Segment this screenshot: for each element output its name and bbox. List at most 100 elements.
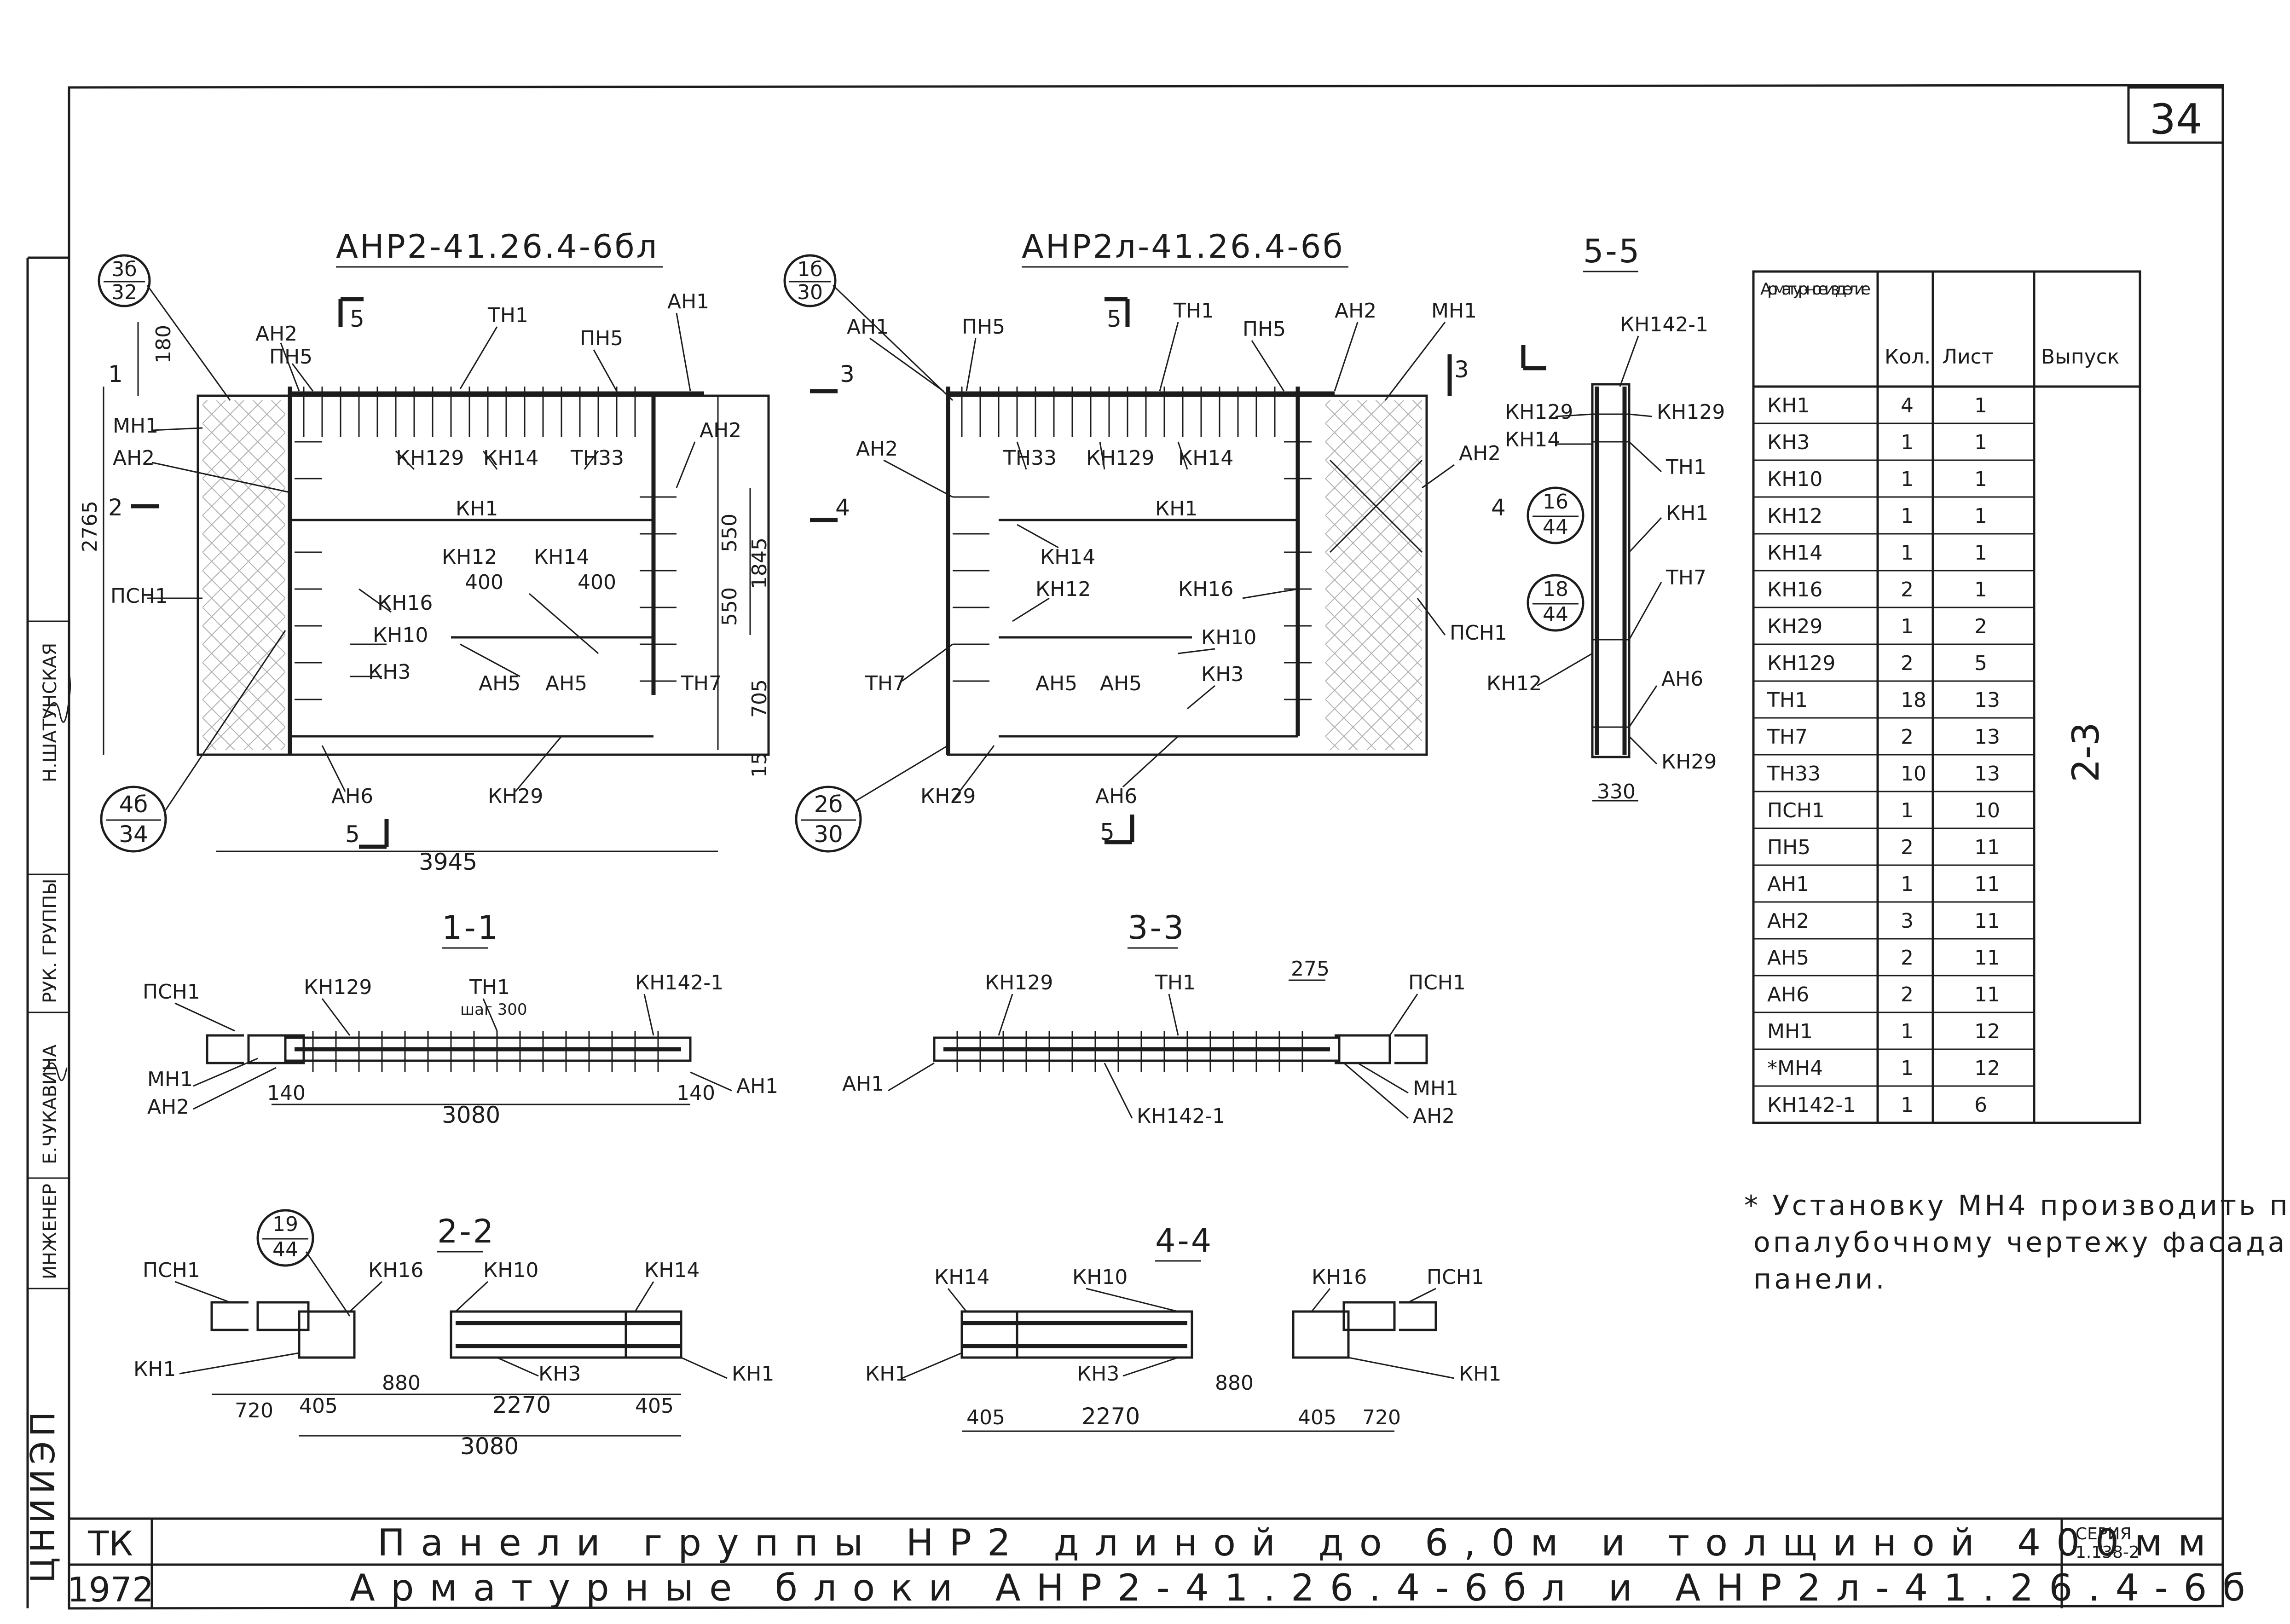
svg-text:44: 44 (1543, 515, 1568, 539)
schedule-cell-sheet: 2 (1974, 615, 1987, 638)
svg-text:5: 5 (345, 821, 360, 848)
svg-text:АН2: АН2 (700, 419, 741, 442)
title-line-2: Арматурные блоки АНР2-41.26.4-6бл и АНР2… (350, 1566, 2261, 1609)
svg-text:ТН1: ТН1 (469, 976, 510, 999)
schedule-cell-item: АН5 (1767, 946, 1809, 970)
stamp-engineer-name: Е.ЧУКАВИНА (40, 1044, 61, 1164)
svg-text:3945: 3945 (419, 849, 477, 875)
svg-text:АН2: АН2 (113, 446, 155, 470)
view-right: АНР2л-41.26.4-6б 1б 30 2б 30 (783, 228, 1507, 853)
schedule-cell-item: КН129 (1767, 652, 1835, 675)
left-stirrups (295, 387, 677, 700)
schedule-cell-sheet: 12 (1974, 1020, 2000, 1043)
svg-text:КН142-1: КН142-1 (1137, 1104, 1225, 1128)
svg-text:КН14: КН14 (644, 1259, 700, 1282)
svg-text:2765: 2765 (78, 501, 102, 552)
footnote-line-3: панели. (1753, 1263, 1887, 1295)
schedule-cell-sheet: 1 (1974, 578, 1987, 601)
svg-text:2-2: 2-2 (437, 1213, 495, 1250)
svg-text:КН129: КН129 (985, 971, 1053, 994)
svg-text:КН3: КН3 (1077, 1362, 1119, 1386)
schedule-cell-qty: 2 (1901, 946, 1914, 970)
svg-text:44: 44 (1543, 603, 1568, 626)
svg-text:400: 400 (465, 571, 503, 594)
svg-text:ТН1: ТН1 (487, 304, 528, 327)
svg-text:1: 1 (108, 361, 123, 387)
svg-text:ПСН1: ПСН1 (143, 980, 200, 1004)
schedule-cell-sheet: 1 (1974, 431, 1987, 454)
svg-text:АН2: АН2 (856, 437, 898, 461)
svg-text:5: 5 (1100, 819, 1115, 845)
svg-text:34: 34 (119, 821, 148, 848)
svg-text:КН10: КН10 (483, 1259, 538, 1282)
svg-text:400: 400 (578, 571, 616, 594)
svg-text:140: 140 (677, 1081, 715, 1105)
svg-text:1б: 1б (797, 258, 822, 281)
svg-text:ТН1: ТН1 (1173, 299, 1214, 323)
schedule-cell-qty: 2 (1901, 725, 1914, 749)
svg-text:АН6: АН6 (331, 785, 373, 808)
svg-text:КН129: КН129 (1086, 446, 1154, 470)
svg-text:ТН7: ТН7 (1665, 566, 1706, 589)
svg-text:КН1: КН1 (133, 1358, 176, 1381)
svg-text:3б: 3б (111, 258, 137, 281)
schedule-cell-qty: 1 (1901, 1093, 1914, 1117)
svg-text:КН12: КН12 (1486, 672, 1542, 695)
schedule-cell-qty: 1 (1901, 1057, 1914, 1080)
schedule-cell-qty: 2 (1901, 652, 1914, 675)
sheet-number: 34 (2150, 95, 2203, 144)
svg-text:КН1: КН1 (865, 1362, 908, 1386)
schedule-header-issue: Выпуск (2041, 345, 2120, 369)
stamp-org-vertical: ЦНИИЭП (23, 1407, 62, 1583)
svg-text:1-1: 1-1 (442, 909, 500, 947)
schedule-table: Арматур-ное изделие Кол. Лист Выпуск 2-3… (1752, 270, 2141, 1124)
schedule-cell-item: ПСН1 (1767, 799, 1825, 822)
svg-text:КН10: КН10 (373, 624, 428, 647)
svg-text:32: 32 (111, 281, 137, 304)
left-insulation-hatch (202, 400, 285, 750)
svg-text:КН10: КН10 (1201, 626, 1256, 649)
svg-text:18: 18 (1543, 578, 1568, 601)
svg-text:КН14: КН14 (534, 545, 589, 569)
svg-text:550: 550 (718, 587, 741, 626)
svg-text:140: 140 (267, 1081, 306, 1105)
schedule-cell-sheet: 13 (1974, 688, 2000, 712)
svg-text:АН5: АН5 (479, 672, 520, 695)
svg-text:АН5: АН5 (1100, 672, 1142, 695)
section-5-5-ref-1: 16 44 (1527, 486, 1584, 544)
svg-text:30: 30 (814, 821, 843, 848)
schedule-cell-qty: 3 (1901, 909, 1914, 933)
svg-text:КН3: КН3 (1201, 663, 1243, 686)
schedule-cell-sheet: 12 (1974, 1057, 2000, 1080)
schedule-cell-qty: 1 (1901, 541, 1914, 565)
svg-text:2: 2 (108, 494, 123, 521)
svg-text:ПСН1: ПСН1 (1427, 1266, 1484, 1289)
svg-text:КН12: КН12 (1035, 578, 1091, 601)
svg-text:КН29: КН29 (920, 785, 976, 808)
year: 1972 (67, 1570, 154, 1610)
section-2-2: 2-2 19 44 ПСН1 КН16 КН10 КН14 КН1 КН3 КН… (133, 1209, 774, 1460)
svg-text:АН2: АН2 (147, 1095, 189, 1119)
svg-text:КН16: КН16 (1312, 1266, 1367, 1289)
svg-text:АН2: АН2 (255, 322, 297, 346)
svg-text:КН14: КН14 (1040, 545, 1095, 569)
footnote: * Установку МН4 производить по опалубочн… (1744, 1190, 2290, 1295)
svg-text:КН10: КН10 (1072, 1266, 1128, 1289)
schedule-cell-sheet: 1 (1974, 394, 1987, 417)
svg-text:МН1: МН1 (1413, 1077, 1458, 1100)
svg-text:ТН33: ТН33 (1003, 446, 1057, 470)
svg-text:3-3: 3-3 (1128, 909, 1185, 947)
svg-text:2б: 2б (814, 791, 843, 818)
view-left-title: АНР2-41.26.4-6бл (336, 228, 659, 266)
schedule-cell-item: ТН33 (1767, 762, 1821, 786)
section-2-2-ref: 19 44 (256, 1209, 351, 1317)
schedule-cell-qty: 2 (1901, 836, 1914, 859)
svg-text:4б: 4б (119, 791, 148, 818)
schedule-cell-item: КН10 (1767, 468, 1822, 491)
svg-text:2270: 2270 (492, 1392, 551, 1418)
svg-text:МН1: МН1 (1431, 299, 1477, 323)
schedule-cell-item: ТН7 (1767, 725, 1808, 749)
svg-text:3080: 3080 (442, 1102, 500, 1128)
svg-text:2270: 2270 (1081, 1403, 1140, 1430)
